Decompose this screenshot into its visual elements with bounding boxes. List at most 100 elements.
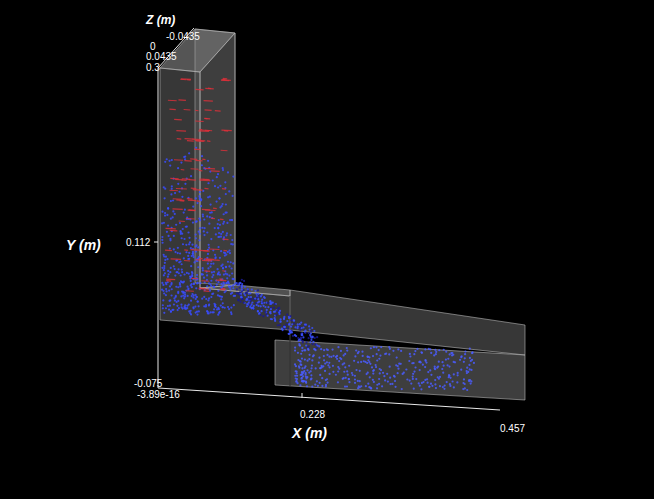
particle	[183, 273, 185, 275]
particle	[191, 272, 193, 274]
particle	[211, 293, 213, 295]
particle	[211, 271, 213, 273]
particle	[232, 262, 234, 264]
particle	[443, 349, 445, 351]
particle	[165, 294, 167, 296]
particle	[318, 362, 320, 364]
particle-streak	[211, 218, 215, 220]
particle	[241, 279, 243, 281]
particle-streak	[202, 209, 210, 211]
particle	[337, 370, 339, 372]
particle	[380, 369, 382, 371]
particle	[217, 186, 219, 188]
particle-streak	[193, 189, 203, 191]
particle	[221, 264, 223, 266]
particle	[365, 385, 367, 387]
particle	[336, 358, 338, 360]
duct-geometry	[160, 29, 525, 400]
particle	[222, 169, 224, 171]
particle	[431, 385, 433, 387]
particle	[381, 385, 383, 387]
particle	[400, 350, 402, 352]
particle	[217, 173, 219, 175]
particle	[320, 348, 322, 350]
particle	[267, 302, 269, 304]
particle	[307, 349, 309, 351]
particle	[224, 307, 226, 309]
particle	[201, 227, 203, 229]
particle	[261, 299, 263, 301]
particle	[220, 250, 222, 252]
particle-streak	[174, 119, 182, 121]
particle	[222, 282, 224, 284]
particle	[178, 191, 180, 193]
particle-streak	[195, 110, 198, 112]
particle	[397, 368, 399, 370]
particle	[241, 285, 243, 287]
particle-streak	[184, 160, 191, 162]
particle	[438, 349, 440, 351]
particle	[300, 378, 302, 380]
particle	[264, 306, 266, 308]
particle	[465, 370, 467, 372]
particle	[214, 227, 216, 229]
particle	[354, 378, 356, 380]
particle	[193, 256, 195, 258]
particle	[300, 364, 302, 366]
particle	[448, 365, 450, 367]
particle	[444, 384, 446, 386]
particle	[304, 365, 306, 367]
particle	[428, 386, 430, 388]
particle	[360, 361, 362, 363]
particle	[191, 255, 193, 257]
particle	[305, 377, 307, 379]
particle	[196, 220, 198, 222]
particle	[361, 351, 363, 353]
particle	[368, 361, 370, 363]
particle	[194, 306, 196, 308]
particle	[178, 307, 180, 309]
particle	[335, 356, 337, 358]
particle	[395, 364, 397, 366]
particle	[275, 314, 277, 316]
particle	[413, 353, 415, 355]
particle	[175, 271, 177, 273]
particle	[359, 370, 361, 372]
particle	[313, 354, 315, 356]
particle	[205, 298, 207, 300]
particle	[236, 288, 238, 290]
particle-streak	[191, 187, 197, 189]
particle	[213, 285, 215, 287]
particle	[184, 294, 186, 296]
particle	[173, 303, 175, 305]
particle	[191, 295, 193, 297]
particle	[234, 283, 236, 285]
particle-streak	[171, 258, 181, 260]
particle-streak	[222, 270, 225, 272]
particle	[306, 385, 308, 387]
particle	[189, 241, 191, 243]
particle	[212, 274, 214, 276]
particle	[202, 213, 204, 215]
axes	[154, 28, 500, 410]
particle	[195, 197, 197, 199]
particle	[251, 301, 253, 303]
particle	[419, 369, 421, 371]
particle	[208, 304, 210, 306]
particle	[168, 289, 170, 291]
particle	[171, 309, 173, 311]
particle	[293, 322, 295, 324]
particle	[441, 361, 443, 363]
particle	[197, 266, 199, 268]
particle	[201, 164, 203, 166]
particle	[301, 350, 303, 352]
particle	[210, 238, 212, 240]
particle	[228, 308, 230, 310]
particle	[225, 266, 227, 268]
particle	[305, 341, 307, 343]
particle-streak	[221, 79, 230, 81]
particle	[310, 367, 312, 369]
particle	[261, 302, 263, 304]
particle	[191, 283, 193, 285]
particle	[470, 369, 472, 371]
